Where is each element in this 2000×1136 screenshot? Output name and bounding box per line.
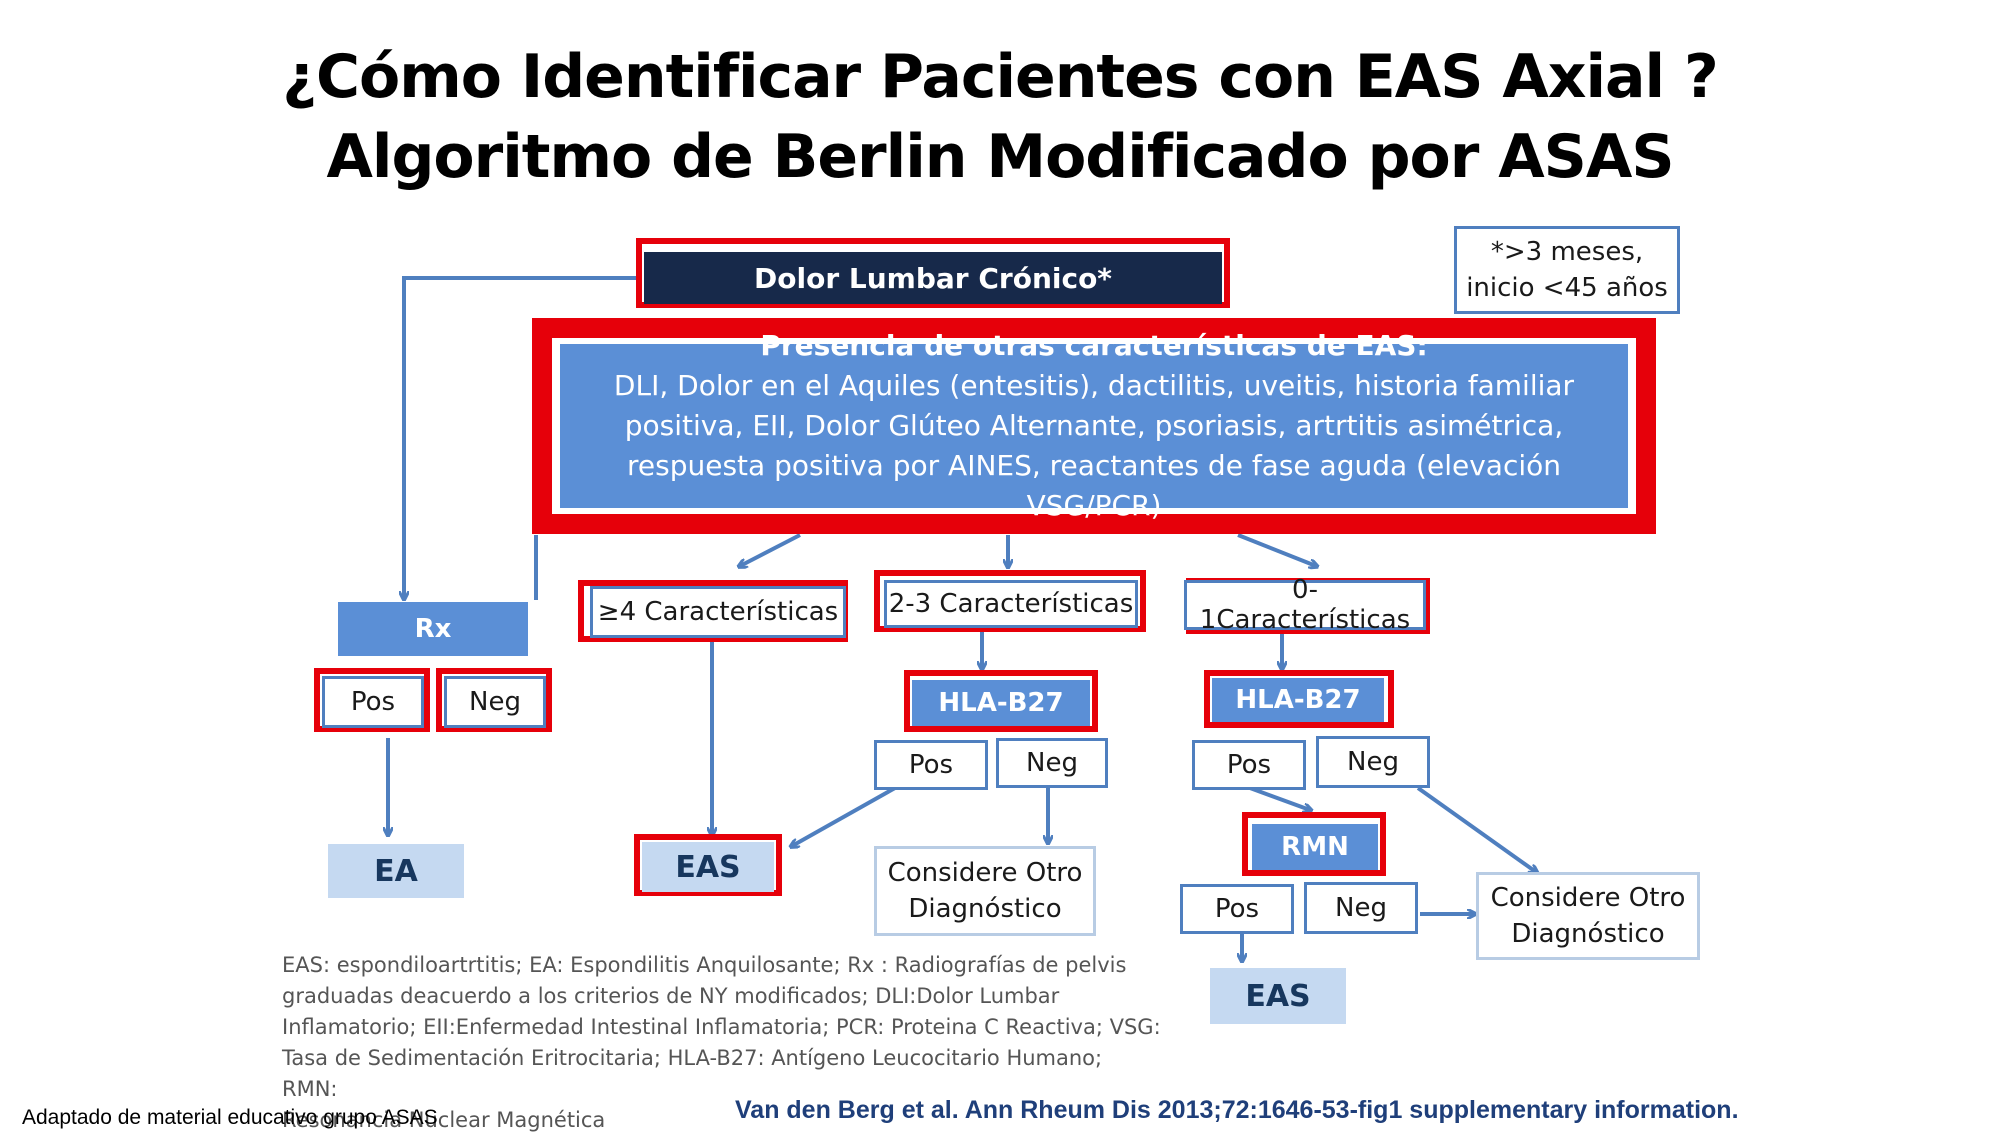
otro-right-line-2: Diagnóstico — [1511, 919, 1665, 949]
eas-left-node: EAS — [642, 842, 774, 892]
presencia-line-3: respuesta positiva por AINES, reactantes… — [626, 449, 1561, 522]
eas-bottom-node: EAS — [1210, 968, 1346, 1024]
hla-right-pos-node: Pos — [1192, 740, 1306, 790]
otro-mid-line-1: Considere Otro — [887, 858, 1083, 888]
highlight-hla-mid — [904, 670, 1098, 732]
rmn-pos-node: Pos — [1180, 884, 1294, 934]
otro-right-line-1: Considere Otro — [1490, 883, 1686, 913]
dolor-lumbar-node: Dolor Lumbar Crónico* — [644, 252, 1222, 304]
arrow-presencia-to-zero-one — [1237, 533, 1316, 566]
two-three-characteristics-node: 2-3 Características — [884, 580, 1138, 628]
four-characteristics-node: ≥4 Características — [590, 586, 846, 638]
rx-pos-node: Pos — [322, 676, 424, 728]
ea-node: EA — [328, 844, 464, 898]
highlight-rx-pos — [314, 668, 430, 732]
highlight-two-three — [874, 570, 1146, 632]
presencia-line-2: positiva, EII, Dolor Glúteo Alternante, … — [624, 409, 1564, 442]
note-line-1: *>3 meses, — [1490, 237, 1644, 267]
abbreviations-footnote: EAS: espondiloartrtitis; EA: Espondiliti… — [282, 950, 1162, 1136]
footnote-line-2: graduadas deacuerdo a los criterios de N… — [282, 984, 1060, 1008]
hla-right-neg-node: Neg — [1316, 736, 1430, 788]
title-line-2: Algoritmo de Berlin Modificado por ASAS — [326, 122, 1674, 192]
highlight-presencia — [532, 318, 1656, 534]
footnote-line-1: EAS: espondiloartrtitis; EA: Espondiliti… — [282, 953, 1127, 977]
arrow-hla-mid-pos-to-eas — [792, 786, 896, 846]
hla-mid-pos-node: Pos — [874, 740, 988, 790]
arrow-dolor-to-rx — [404, 276, 636, 598]
rx-node: Rx — [338, 602, 528, 656]
note-line-2: inicio <45 años — [1466, 273, 1668, 303]
highlight-rmn — [1242, 812, 1386, 876]
rmn-node: RMN — [1252, 824, 1378, 870]
citation: Van den Berg et al. Ann Rheum Dis 2013;7… — [735, 1096, 1739, 1124]
footnote-line-3: Inflamatorio; EII:Enfermedad Intestinal … — [282, 1015, 1161, 1039]
otro-right-node: Considere Otro Diagnóstico — [1476, 872, 1700, 960]
footnote-line-4: Tasa de Sedimentación Eritrocitaria; HLA… — [282, 1046, 1103, 1101]
highlight-rx-neg — [436, 668, 552, 732]
highlight-hla-right — [1204, 670, 1394, 728]
presencia-line-1: DLI, Dolor en el Aquiles (entesitis), da… — [613, 369, 1575, 402]
otro-mid-node: Considere Otro Diagnóstico — [874, 846, 1096, 936]
note-box: *>3 meses, inicio <45 años — [1454, 226, 1680, 314]
hla-right-node: HLA-B27 — [1212, 678, 1384, 722]
arrow-hla-right-neg-to-otro — [1416, 786, 1536, 872]
highlight-eas-left — [634, 834, 782, 896]
rx-neg-node: Neg — [444, 676, 546, 728]
presencia-title: Presencia de otras características de EA… — [760, 329, 1428, 362]
title-line-1: ¿Cómo Identificar Pacientes con EAS Axia… — [282, 42, 1719, 112]
hla-mid-neg-node: Neg — [996, 738, 1108, 788]
presencia-node: Presencia de otras características de EA… — [560, 329, 1628, 522]
arrow-presencia-to-four — [740, 533, 801, 566]
highlight-dolor — [636, 238, 1230, 308]
arrow-hla-right-pos-to-rmn — [1249, 786, 1310, 810]
otro-mid-line-2: Diagnóstico — [908, 894, 1062, 924]
zero-one-characteristics-node: 0-1Características — [1184, 575, 1426, 635]
adapted-from-note: Adaptado de material educativo grupo ASA… — [22, 1106, 438, 1129]
rmn-neg-node: Neg — [1304, 882, 1418, 934]
hla-mid-node: HLA-B27 — [912, 680, 1090, 726]
